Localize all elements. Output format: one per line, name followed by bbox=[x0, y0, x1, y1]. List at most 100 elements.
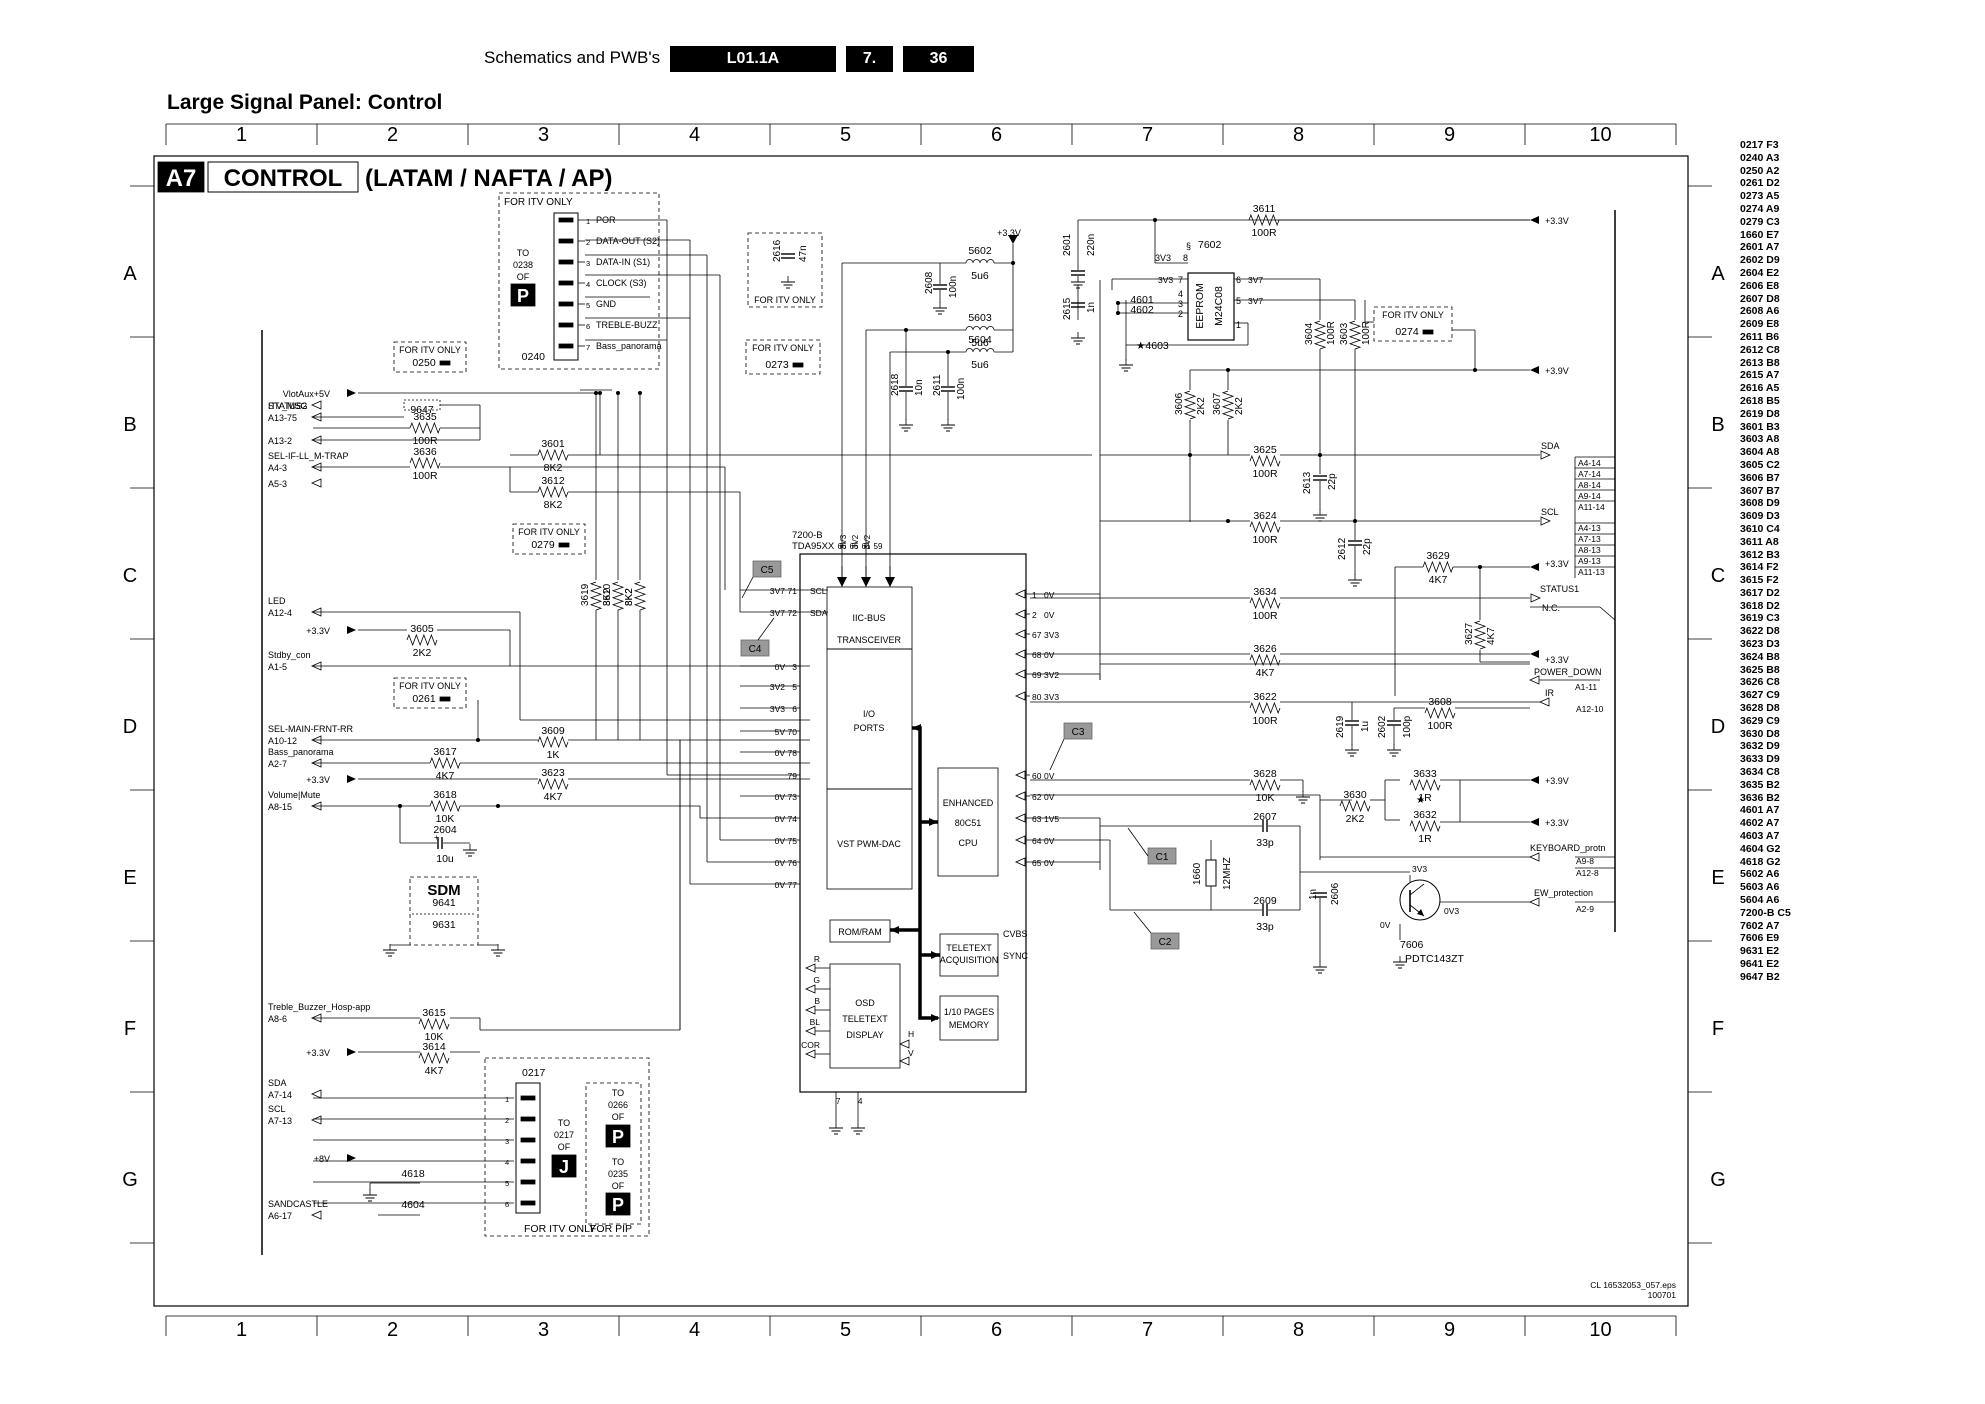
component-value: PDTC143ZT bbox=[1405, 953, 1465, 965]
resistor-symbol bbox=[429, 799, 461, 813]
block-osd bbox=[829, 963, 901, 1069]
junction-dot bbox=[1226, 519, 1230, 523]
open-arrow-left bbox=[311, 1089, 322, 1099]
net-label: Stdby_con bbox=[268, 650, 311, 660]
connector-ref: A9-13 bbox=[1578, 556, 1601, 566]
p-badge bbox=[605, 1124, 631, 1148]
block-label: SYNC bbox=[1003, 951, 1029, 961]
junction-dot bbox=[594, 391, 598, 395]
index-entry: 3635 B2 bbox=[1740, 778, 1780, 791]
net-label: Bass_panorama bbox=[268, 747, 334, 757]
connector-ref: A4-13 bbox=[1578, 523, 1601, 533]
polarity-mark: + bbox=[434, 833, 439, 842]
pin-number: 1 bbox=[586, 217, 590, 226]
connector-0217-body bbox=[515, 1082, 541, 1214]
grid-row-label: D bbox=[123, 716, 137, 738]
component-ref: 5604 bbox=[968, 334, 992, 346]
connector-ref: A8-15 bbox=[268, 802, 292, 812]
component-value: 33p bbox=[1256, 837, 1274, 849]
pin-voltage: 0V bbox=[775, 814, 786, 824]
resistor-symbol bbox=[537, 777, 569, 791]
callout-label: C3 bbox=[1072, 727, 1085, 738]
title-box bbox=[207, 161, 359, 193]
open-arrow-left bbox=[805, 984, 816, 994]
index-entry: 4618 G2 bbox=[1740, 855, 1781, 868]
transistor-7606 bbox=[1399, 879, 1441, 921]
jumper-pin bbox=[792, 362, 804, 368]
resistor-symbol bbox=[1424, 706, 1456, 720]
component-ref: 2615 bbox=[1062, 297, 1073, 320]
connector-ref: A12-4 bbox=[268, 608, 292, 618]
pin-number: 70 bbox=[788, 727, 798, 737]
index-entry: 3626 C8 bbox=[1740, 676, 1780, 689]
component-value: 4K7 bbox=[544, 791, 563, 803]
resistor-symbol bbox=[1422, 560, 1454, 574]
pin-name: DATA-IN (S1) bbox=[596, 257, 650, 267]
component-value: 5u6 bbox=[971, 337, 989, 349]
pin-number: 6 bbox=[586, 322, 590, 331]
block-label: TRANSCEIVER bbox=[837, 635, 902, 645]
block-label: IIC-BUS bbox=[852, 613, 885, 623]
resistor-symbol bbox=[1339, 799, 1371, 813]
index-entry: 2601 A7 bbox=[1740, 241, 1780, 254]
pin-number: 59 bbox=[874, 542, 883, 551]
component-value: 22p bbox=[1362, 538, 1373, 555]
osd-pin-label: V bbox=[908, 1048, 914, 1058]
grid-row-label: E bbox=[1711, 867, 1724, 889]
grid-column-label: 1 bbox=[236, 1319, 247, 1341]
itv-label: FOR ITV ONLY bbox=[1382, 310, 1444, 320]
grid-column-label: 9 bbox=[1444, 1319, 1455, 1341]
jumper-pin bbox=[439, 696, 451, 702]
connector-ref: A9-14 bbox=[1578, 491, 1601, 501]
itv-box-2616 bbox=[747, 232, 823, 308]
net-label: KEYBOARD_protn bbox=[1530, 843, 1606, 853]
component-value: 2K2 bbox=[413, 647, 432, 659]
callout-leader bbox=[1127, 827, 1149, 857]
index-entry: 3630 D8 bbox=[1740, 727, 1780, 740]
pin-number: 5 bbox=[586, 301, 590, 310]
component-value: 100n bbox=[948, 276, 959, 298]
grid-row-label: C bbox=[123, 565, 137, 587]
osd-pin-label: COR bbox=[801, 1040, 820, 1050]
pin-voltage: 1V5 bbox=[1044, 814, 1059, 824]
block-label: 80C51 bbox=[955, 818, 982, 828]
arrow-left bbox=[912, 724, 921, 732]
j-badge-text: J bbox=[559, 1157, 569, 1177]
open-arrow-left bbox=[1015, 649, 1026, 659]
pin-voltage: 0V bbox=[775, 792, 786, 802]
itv-label: FOR ITV ONLY bbox=[752, 343, 814, 353]
connector-pin bbox=[558, 301, 574, 307]
to-label: TO bbox=[517, 248, 529, 258]
component-value: 1K bbox=[547, 749, 560, 761]
open-arrow-left bbox=[1529, 675, 1540, 685]
index-entry: 3614 F2 bbox=[1740, 561, 1779, 574]
crystal-1660 bbox=[1205, 859, 1217, 887]
pin-number: 73 bbox=[788, 792, 798, 802]
component-ref: 5603 bbox=[968, 312, 992, 324]
resistor-symbol bbox=[633, 581, 647, 611]
component-value: 10K bbox=[425, 1031, 444, 1043]
index-entry: 3608 D9 bbox=[1740, 497, 1780, 510]
connector-ref: A5-3 bbox=[268, 479, 287, 489]
grid-column-label: 7 bbox=[1142, 1319, 1153, 1341]
open-arrow-left bbox=[1529, 852, 1540, 862]
itv-box-0273 bbox=[745, 339, 821, 375]
index-entry: 3632 D9 bbox=[1740, 740, 1780, 753]
section-badge: 7. bbox=[846, 46, 893, 72]
connector-ref: A8-13 bbox=[1578, 545, 1601, 555]
block-label: DISPLAY bbox=[846, 1030, 883, 1040]
component-ref: 3619 bbox=[580, 583, 591, 606]
component-value: 1n bbox=[1308, 889, 1319, 900]
dest-ref: 0235 bbox=[608, 1169, 628, 1179]
index-entry: 0250 A2 bbox=[1740, 164, 1780, 177]
callout-leader bbox=[1049, 738, 1065, 771]
open-arrow-left bbox=[805, 1026, 816, 1036]
net-label: N.C. bbox=[1542, 603, 1560, 613]
osd-pin-label: R bbox=[814, 954, 820, 964]
block-label: PORTS bbox=[854, 723, 885, 733]
grid-row-label: D bbox=[1711, 716, 1725, 738]
component-ref: 2607 bbox=[1253, 811, 1277, 823]
pin-number: 71 bbox=[788, 586, 798, 596]
index-entry: 3636 B2 bbox=[1740, 791, 1780, 804]
